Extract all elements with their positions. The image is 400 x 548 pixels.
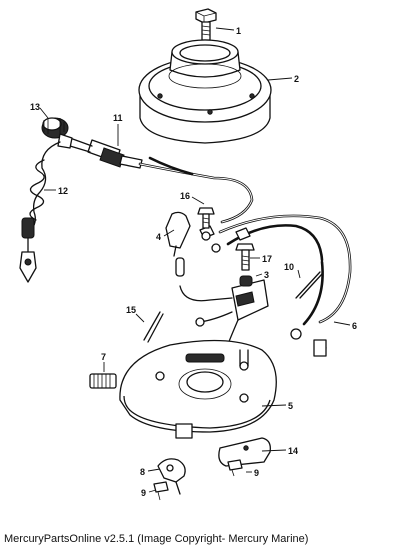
part-12-lanyard[interactable] xyxy=(19,141,61,283)
callout-4: 4 xyxy=(156,232,161,242)
part-16-screw[interactable] xyxy=(197,207,215,229)
part-8-bracket[interactable] xyxy=(157,458,186,495)
callout-17: 17 xyxy=(262,254,272,264)
callout-11: 11 xyxy=(113,113,123,123)
callout-8: 8 xyxy=(140,467,145,477)
callout-14: 14 xyxy=(288,446,298,456)
part-9-screw-lower[interactable] xyxy=(153,481,169,501)
callout-6: 6 xyxy=(352,321,357,331)
callout-9-upper: 9 xyxy=(254,468,259,478)
callout-13: 13 xyxy=(30,102,40,112)
callout-3: 3 xyxy=(264,270,269,280)
callout-labels: 1 2 3 4 5 6 7 8 9 9 10 11 12 13 14 15 16… xyxy=(30,26,357,498)
part-9-screw-upper[interactable] xyxy=(227,459,243,477)
part-3-coil[interactable] xyxy=(179,275,269,345)
tube[interactable] xyxy=(175,257,185,277)
callout-12: 12 xyxy=(58,186,68,196)
callout-2: 2 xyxy=(294,74,299,84)
part-15-pin[interactable] xyxy=(143,311,164,343)
part-13-cap[interactable] xyxy=(41,117,69,139)
callout-9-lower: 9 xyxy=(141,488,146,498)
copyright-caption: MercuryPartsOnline v2.5.1 (Image Copyrig… xyxy=(4,533,309,545)
part-4-boot[interactable] xyxy=(165,211,191,257)
callout-5: 5 xyxy=(288,401,293,411)
part-5-stator-plate[interactable] xyxy=(119,339,277,439)
part-17-screw[interactable] xyxy=(235,243,255,271)
callout-16: 16 xyxy=(180,191,190,201)
wire-harness xyxy=(138,156,352,357)
part-1-bolt[interactable] xyxy=(195,8,217,41)
part-10-pin[interactable] xyxy=(295,271,323,299)
callout-1: 1 xyxy=(236,26,241,36)
callout-15: 15 xyxy=(126,305,136,315)
part-7-sleeve[interactable] xyxy=(89,373,117,389)
exploded-parts-diagram: 1 2 3 4 5 6 7 8 9 9 10 11 12 13 14 15 16… xyxy=(19,8,357,501)
part-14-plate[interactable] xyxy=(218,437,271,467)
part-11-connector[interactable] xyxy=(57,133,143,169)
callout-7: 7 xyxy=(101,352,106,362)
part-2-flywheel[interactable] xyxy=(138,39,272,144)
leader-lines xyxy=(39,27,351,493)
callout-10: 10 xyxy=(284,262,294,272)
